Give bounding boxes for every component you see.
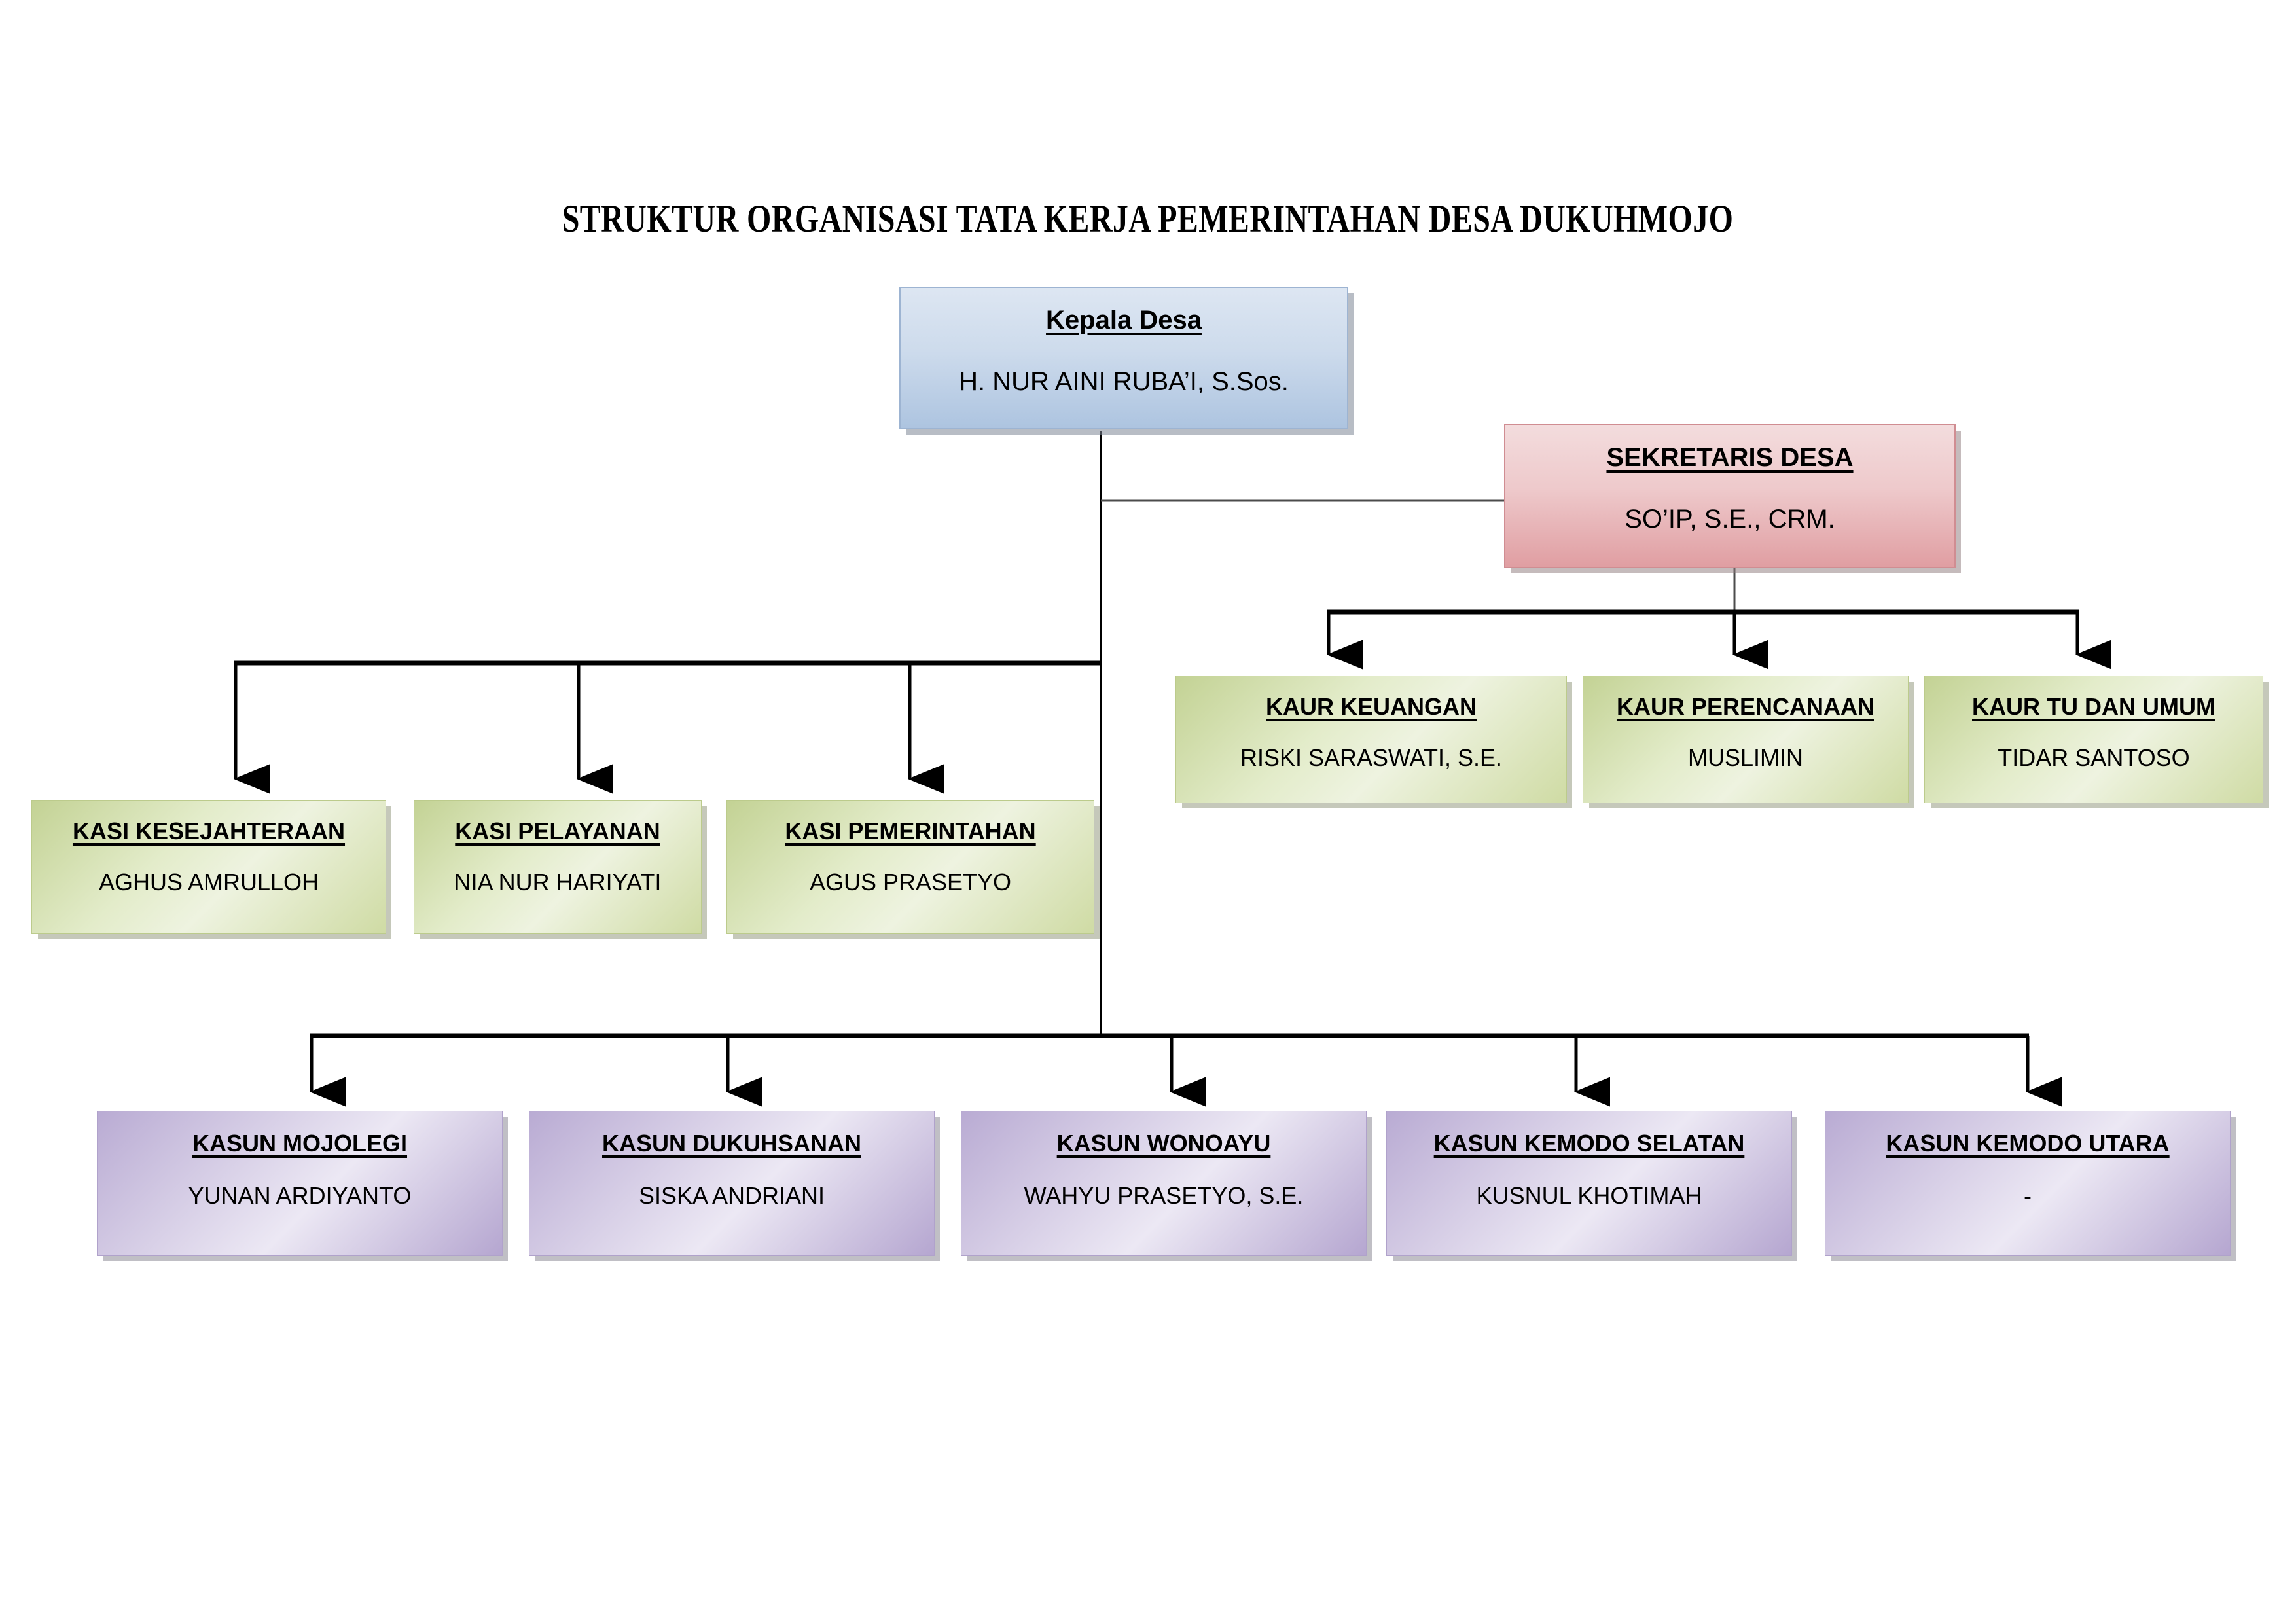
node-sekretaris-desa[interactable]: SEKRETARIS DESA SO’IP, S.E., CRM. [1504, 424, 1956, 568]
node-kaur-keuangan-name: RISKI SARASWATI, S.E. [1240, 744, 1503, 771]
node-kasun-mojolegi-title: KASUN MOJOLEGI [192, 1130, 408, 1157]
node-kasi-kesejahteraan-title: KASI KESEJAHTERAAN [72, 818, 346, 844]
node-kasi-pemerintahan-name: AGUS PRASETYO [809, 868, 1012, 895]
node-kasun-kemodo-selatan-name: KUSNUL KHOTIMAH [1476, 1182, 1702, 1209]
node-kasun-kemodo-utara[interactable]: KASUN KEMODO UTARA - [1825, 1111, 2231, 1256]
node-kaur-perencanaan-name: MUSLIMIN [1687, 744, 1803, 771]
node-kasun-dukuhsanan-title: KASUN DUKUHSANAN [602, 1130, 861, 1157]
node-kasi-pelayanan[interactable]: KASI PELAYANAN NIA NUR HARIYATI [414, 800, 702, 934]
node-kasi-kesejahteraan-name: AGHUS AMRULLOH [98, 868, 319, 895]
node-kasun-mojolegi[interactable]: KASUN MOJOLEGI YUNAN ARDIYANTO [97, 1111, 503, 1256]
node-kasi-pemerintahan[interactable]: KASI PEMERINTAHAN AGUS PRASETYO [726, 800, 1094, 934]
node-kasi-pelayanan-name: NIA NUR HARIYATI [454, 868, 662, 895]
node-kepala-desa[interactable]: Kepala Desa H. NUR AINI RUBA’I, S.Sos. [899, 287, 1348, 429]
node-kasun-kemodo-utara-title: KASUN KEMODO UTARA [1886, 1130, 2170, 1157]
node-kasi-kesejahteraan[interactable]: KASI KESEJAHTERAAN AGHUS AMRULLOH [31, 800, 386, 934]
node-kaur-tu-dan-umum-title: KAUR TU DAN UMUM [1972, 693, 2215, 720]
node-kaur-tu-dan-umum-name: TIDAR SANTOSO [1998, 744, 2190, 771]
node-kasun-dukuhsanan[interactable]: KASUN DUKUHSANAN SISKA ANDRIANI [529, 1111, 935, 1256]
node-sekretaris-desa-name: SO’IP, S.E., CRM. [1624, 505, 1835, 533]
node-kepala-desa-title: Kepala Desa [1046, 306, 1202, 334]
node-kasun-kemodo-selatan[interactable]: KASUN KEMODO SELATAN KUSNUL KHOTIMAH [1386, 1111, 1792, 1256]
node-kaur-perencanaan-title: KAUR PERENCANAAN [1616, 693, 1874, 720]
node-kepala-desa-name: H. NUR AINI RUBA’I, S.Sos. [959, 367, 1289, 396]
page-title-text: STRUKTUR ORGANISASI TATA KERJA PEMERINTA… [562, 197, 1734, 240]
node-kaur-tu-dan-umum[interactable]: KAUR TU DAN UMUM TIDAR SANTOSO [1924, 676, 2263, 803]
node-kaur-keuangan-title: KAUR KEUANGAN [1266, 693, 1477, 720]
node-kaur-keuangan[interactable]: KAUR KEUANGAN RISKI SARASWATI, S.E. [1175, 676, 1567, 803]
node-kasun-kemodo-selatan-title: KASUN KEMODO SELATAN [1433, 1130, 1745, 1157]
node-sekretaris-desa-title: SEKRETARIS DESA [1606, 443, 1854, 472]
node-kasun-wonoayu[interactable]: KASUN WONOAYU WAHYU PRASETYO, S.E. [961, 1111, 1367, 1256]
node-kasi-pemerintahan-title: KASI PEMERINTAHAN [785, 818, 1036, 844]
node-kasi-pelayanan-title: KASI PELAYANAN [455, 818, 660, 844]
page-title: STRUKTUR ORGANISASI TATA KERJA PEMERINTA… [0, 196, 2296, 242]
node-kasun-kemodo-utara-name: - [2024, 1182, 2032, 1209]
node-kasun-mojolegi-name: YUNAN ARDIYANTO [188, 1182, 412, 1209]
node-kasun-wonoayu-title: KASUN WONOAYU [1056, 1130, 1271, 1157]
node-kasun-dukuhsanan-name: SISKA ANDRIANI [638, 1182, 825, 1209]
node-kaur-perencanaan[interactable]: KAUR PERENCANAAN MUSLIMIN [1583, 676, 1909, 803]
node-kasun-wonoayu-name: WAHYU PRASETYO, S.E. [1024, 1182, 1304, 1209]
